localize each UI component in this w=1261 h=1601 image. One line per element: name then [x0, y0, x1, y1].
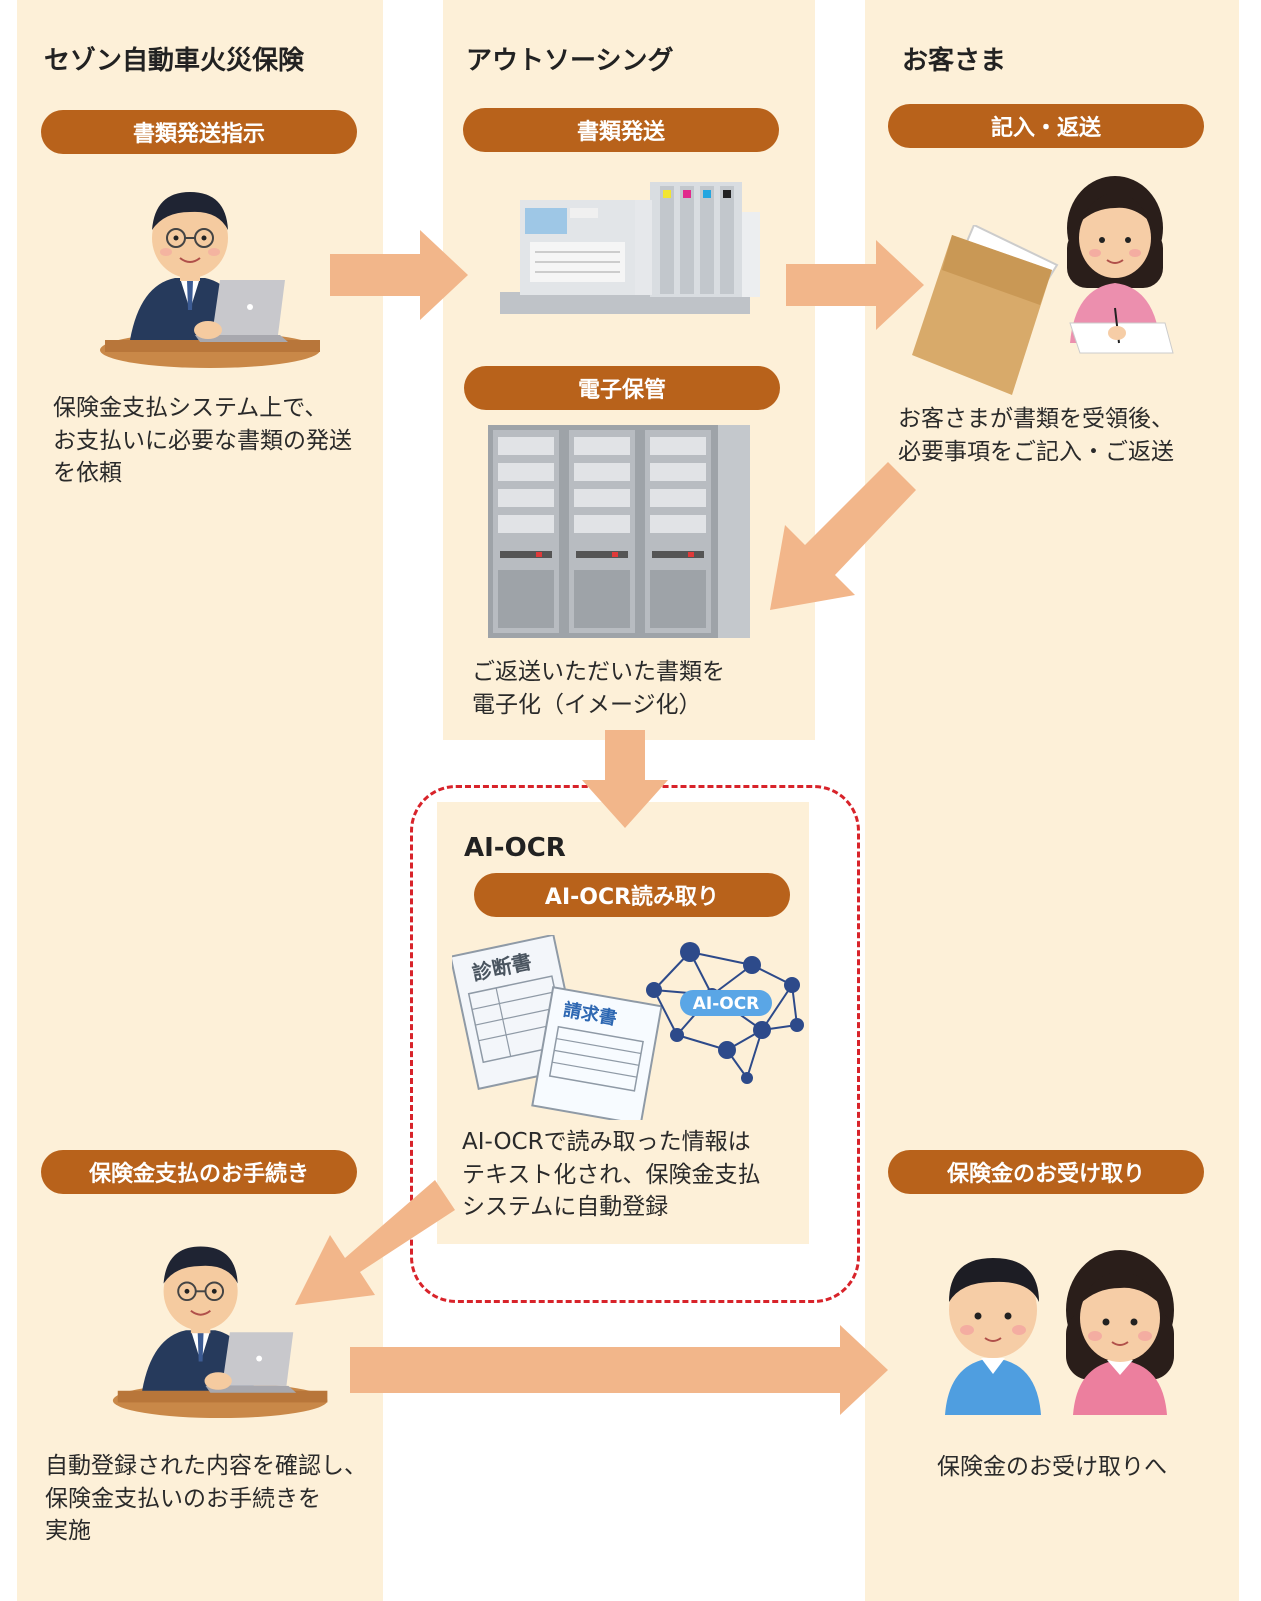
pill-receive-payment: 保険金のお受け取り [888, 1150, 1204, 1194]
pill-fill-and-return: 記入・返送 [888, 104, 1204, 148]
arrow-company-to-outsourcing [330, 230, 468, 320]
office-worker-icon-2 [112, 1246, 328, 1419]
arrow-customer-to-storage [770, 462, 916, 610]
pill-document-instruction: 書類発送指示 [41, 110, 357, 154]
server-rack-icon [488, 425, 750, 638]
desc-electronic-storage: ご返送いただいた書類を 電子化（イメージ化） [472, 659, 725, 718]
arrow-company-to-customer [350, 1325, 888, 1415]
woman-writing-icon [1067, 176, 1174, 354]
documents-icon: 診断書 請求書 [452, 935, 663, 1120]
heading-outsourcing: アウトソーシング [466, 46, 674, 76]
pill-electronic-storage: 電子保管 [464, 366, 780, 410]
envelope-icon [912, 225, 1059, 395]
heading-company: セゾン自動車火災保険 [44, 46, 305, 76]
pill-ai-ocr-reading: AI-OCR読み取り [474, 873, 790, 917]
network-label: AI-OCR [693, 994, 760, 1014]
heading-customer: お客さま [902, 46, 1007, 76]
heading-ai-ocr: AI-OCR [464, 833, 566, 863]
desc-fill-and-return: お客さまが書類を受領後、 必要事項をご記入・ご返送 [898, 406, 1174, 465]
pill-document-sending: 書類発送 [463, 108, 779, 152]
pill-payment-procedure: 保険金支払のお手続き [41, 1150, 357, 1194]
desc-document-instruction: 保険金支払システム上で、 お支払いに必要な書類の発送 を依頼 [53, 395, 352, 487]
couple-icon [945, 1250, 1174, 1415]
desc-payment-procedure: 自動登録された内容を確認し、 保険金支払いのお手続きを 実施 [45, 1453, 367, 1545]
arrow-ai-ocr-to-company [295, 1180, 455, 1305]
desc-receive-payment: 保険金のお受け取りへ [937, 1454, 1167, 1480]
neural-network-icon: AI-OCR [646, 942, 804, 1084]
printer-machine-icon [500, 182, 760, 314]
office-worker-icon [100, 192, 320, 368]
arrow-outsourcing-to-customer [786, 240, 924, 330]
desc-ai-ocr: AI-OCRで読み取った情報は テキスト化され、保険金支払 システムに自動登録 [462, 1129, 761, 1221]
arrow-storage-to-ai-ocr [582, 730, 668, 828]
